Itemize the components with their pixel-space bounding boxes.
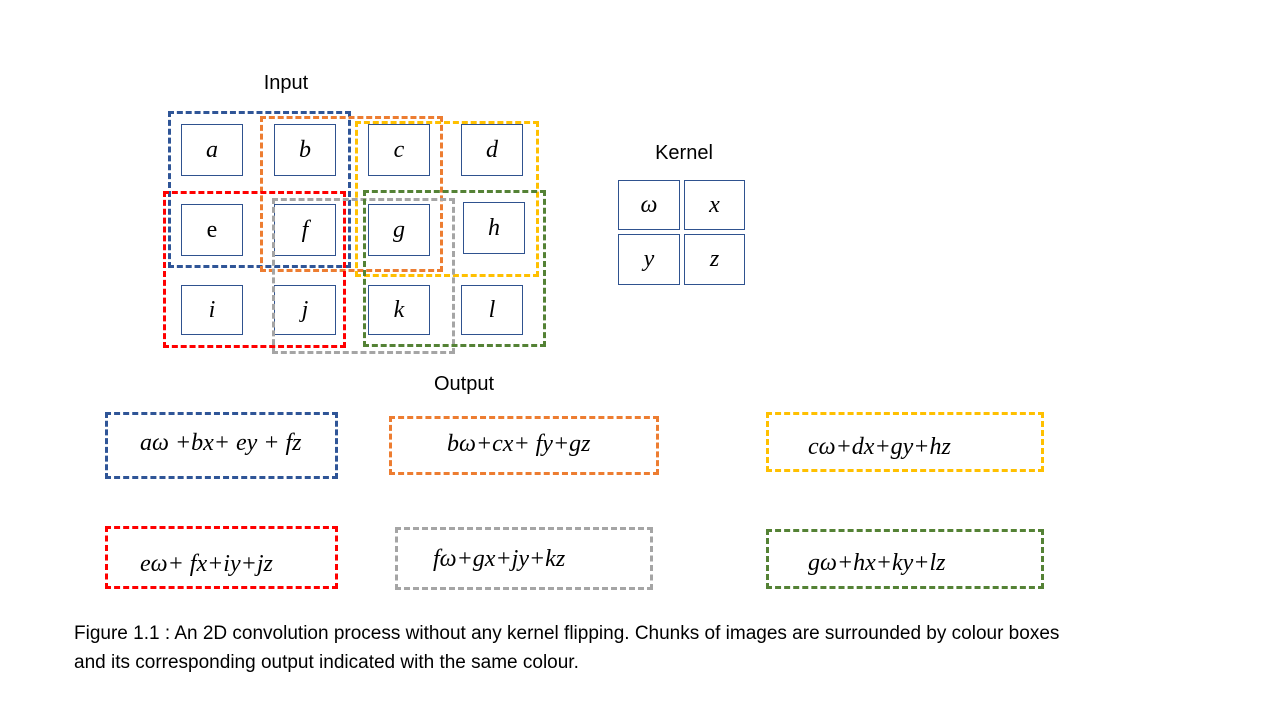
output-box-yellow: cω+dx+gy+hz bbox=[766, 412, 1044, 472]
output-box-red: eω+ fx+iy+jz bbox=[105, 526, 338, 589]
input-cell-j: j bbox=[274, 285, 336, 335]
output-formula: aω +bx+ ey + fz bbox=[140, 430, 302, 456]
input-cell-k: k bbox=[368, 285, 430, 335]
kernel-cell-x: x bbox=[684, 180, 745, 230]
input-cell-l: l bbox=[461, 285, 523, 335]
kernel-cell-z: z bbox=[684, 234, 745, 285]
output-formula: fω+gx+jy+kz bbox=[433, 546, 566, 572]
output-formula: gω+hx+ky+lz bbox=[808, 550, 946, 576]
kernel-cell-y: y bbox=[618, 234, 680, 285]
output-box-blue: aω +bx+ ey + fz bbox=[105, 412, 338, 479]
window-orange bbox=[260, 116, 443, 272]
input-cell-f: f bbox=[274, 204, 336, 256]
kernel-cell-omega: ω bbox=[618, 180, 680, 230]
input-cell-i: i bbox=[181, 285, 243, 335]
input-title: Input bbox=[263, 72, 309, 94]
input-cell-h: h bbox=[463, 202, 525, 254]
input-cell-d: d bbox=[461, 124, 523, 176]
figure-caption-line-1: Figure 1.1 : An 2D convolution process w… bbox=[74, 623, 1060, 644]
figure-caption-line-2: and its corresponding output indicated w… bbox=[74, 652, 579, 673]
output-formula: bω+cx+ fy+gz bbox=[447, 431, 591, 457]
output-box-orange: bω+cx+ fy+gz bbox=[389, 416, 659, 475]
input-cell-g: g bbox=[368, 204, 430, 256]
window-green bbox=[363, 190, 546, 347]
input-cell-c: c bbox=[368, 124, 430, 176]
input-cell-b: b bbox=[274, 124, 336, 176]
output-formula: cω+dx+gy+hz bbox=[808, 434, 951, 460]
input-cell-a: a bbox=[181, 124, 243, 176]
output-box-green: gω+hx+ky+lz bbox=[766, 529, 1044, 589]
output-formula: eω+ fx+iy+jz bbox=[140, 551, 273, 577]
output-box-gray: fω+gx+jy+kz bbox=[395, 527, 653, 590]
output-title: Output bbox=[433, 373, 495, 395]
window-blue bbox=[168, 111, 351, 268]
window-red bbox=[163, 191, 346, 348]
input-cell-e: e bbox=[181, 204, 243, 256]
kernel-title: Kernel bbox=[655, 142, 713, 164]
